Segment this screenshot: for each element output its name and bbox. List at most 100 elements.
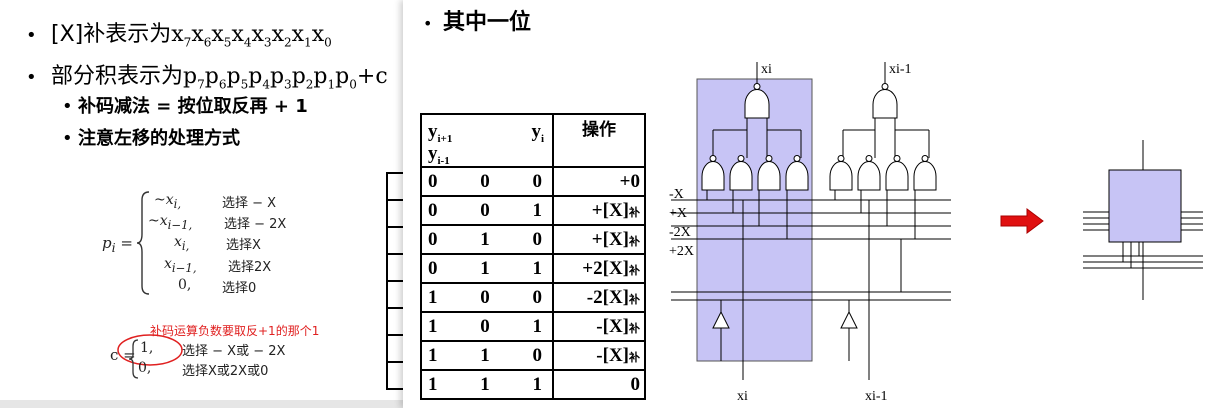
slide-bottom-edge <box>0 400 420 408</box>
bit-value: 0 <box>428 257 438 279</box>
nand-gate-icon <box>744 83 770 119</box>
table-row: 0 0 0 +0 <box>420 166 646 197</box>
formula-p-note: 选择0 <box>222 281 257 296</box>
bit-value: 1 <box>480 373 490 395</box>
operation-cell: +[X]补 <box>552 224 646 255</box>
formula-p-case: ~xi−1, <box>148 213 193 232</box>
buffer-icon <box>840 310 858 329</box>
table-row: 0 1 0 +[X]补 <box>420 224 646 255</box>
bit-value: 1 <box>480 257 490 279</box>
bit-value: 0 <box>480 286 490 308</box>
header-operation-cell: 操作 <box>552 113 646 168</box>
bit-value: 0 <box>532 228 543 250</box>
input-label: +X <box>669 206 687 221</box>
bits-cell: 0 1 1 <box>420 253 554 284</box>
bullet-dot: • <box>62 96 73 117</box>
nand-gate-icon <box>701 155 725 191</box>
sub-bullet-text: 补码减法 = 按位取反再 + 1 <box>78 96 308 117</box>
operation-text: +[X] <box>591 199 629 221</box>
bit-value: 1 <box>532 199 543 221</box>
header-y-i-plus-1: yi+1 <box>428 121 453 145</box>
formula-c-brace <box>128 339 139 379</box>
operation-text: -[X] <box>596 344 629 366</box>
header-y-i-minus-1: yi-1 <box>428 143 450 167</box>
formula-p-case: xi, <box>174 234 190 253</box>
input-label: +2X <box>669 244 694 259</box>
operation-text: 0 <box>630 373 641 395</box>
nand-gate-icon <box>885 155 909 191</box>
bit-value: 0 <box>428 170 438 192</box>
bullet-text: 部分积表示为 <box>51 64 184 89</box>
complement-mark: 补 <box>629 263 640 277</box>
input-label: -X <box>669 187 684 202</box>
operation-text: +[X] <box>591 228 629 250</box>
circuit-diagram: xi xi-1 xi xi-1 -X +X -2X +2X <box>669 62 1203 404</box>
operation-cell: +0 <box>552 166 646 197</box>
input-label: -2X <box>669 225 691 240</box>
bit-value: 1 <box>428 286 438 308</box>
red-circle-mark <box>117 334 183 366</box>
bit-value: 0 <box>532 344 543 366</box>
nand-gates <box>701 83 937 191</box>
formula-c-note: 选择 − X或 − 2X <box>182 344 286 359</box>
background-table-row <box>388 309 406 336</box>
bit-value: 0 <box>480 199 490 221</box>
highlighted-bit-slice <box>696 78 813 362</box>
bit-value: 1 <box>428 344 438 366</box>
background-table-row <box>388 255 406 282</box>
nand-gate-icon <box>913 155 937 191</box>
header-y-i: yi <box>531 121 544 145</box>
nand-gate-icon <box>785 155 809 191</box>
background-table-row <box>388 201 406 228</box>
sub-bullet-text: 注意左移的处理方式 <box>78 128 240 149</box>
red-annotation: 补码运算负数要取反+1的那个1 <box>150 324 320 338</box>
formula-p-case: 0, <box>178 277 192 293</box>
operation-cell: +2[X]补 <box>552 253 646 284</box>
formula-p-case: xi−1, <box>164 256 197 275</box>
header-bits-cell: yi+1 yi yi-1 <box>420 113 554 168</box>
background-table-row <box>388 174 406 201</box>
operation-text: -2[X] <box>586 286 629 308</box>
red-arrow-icon <box>1000 208 1044 234</box>
background-table-edge <box>386 172 406 390</box>
operation-text: +2[X] <box>582 257 629 279</box>
formula-p-case: ~xi, <box>154 192 182 211</box>
nand-gate-icon <box>829 155 853 191</box>
operation-text: -[X] <box>596 315 629 337</box>
background-table-row <box>388 282 406 309</box>
left-slide: • [X]补表示为x7x6x5x4x3x2x1x0 • 部分积表示为p7p6p5… <box>0 0 420 408</box>
bit-value: 0 <box>428 228 438 250</box>
complement-mark: 补 <box>629 205 640 219</box>
formula-p-lhs: pi = <box>102 234 133 255</box>
slide-title: •其中一位 <box>423 4 531 36</box>
bit-value: 1 <box>532 257 543 279</box>
bit-value: 1 <box>428 373 438 395</box>
nand-gate-icon <box>857 155 881 191</box>
formula-p-note: 选择 − X <box>222 196 277 211</box>
top-label-xi-1: xi-1 <box>889 62 912 77</box>
bullet-dot: • <box>62 128 73 149</box>
bottom-label-xi: xi <box>737 389 748 404</box>
formula-c-case: 1, <box>140 340 154 356</box>
bit-value: 1 <box>480 228 490 250</box>
p-bits: p7p6p5p4p3p2p1p0 <box>183 64 357 92</box>
bits-cell: 0 0 0 <box>420 166 554 197</box>
bit-value: 0 <box>480 170 490 192</box>
complement-mark: 补 <box>629 234 640 248</box>
nand-gate-icon <box>757 155 781 191</box>
bit-value: 1 <box>428 315 438 337</box>
bullet-partial-product: • 部分积表示为p7p6p5p4p3p2p1p0+c <box>26 58 388 91</box>
bit-value: 1 <box>532 373 543 395</box>
bit-value: 0 <box>480 315 490 337</box>
formula-p-note: 选择X <box>226 238 261 253</box>
title-text: 其中一位 <box>443 10 532 35</box>
complement-mark: 补 <box>629 350 640 364</box>
formula-p-note: 选择2X <box>228 260 272 275</box>
bit-value: 0 <box>532 170 543 192</box>
